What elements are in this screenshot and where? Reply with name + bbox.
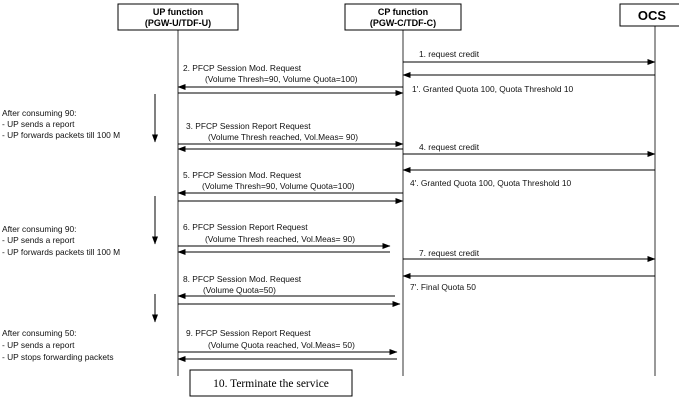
note-3-line-3: - UP stops forwarding packets — [2, 352, 114, 362]
msg-2-sub: (Volume Thresh=90, Volume Quota=100) — [205, 74, 358, 84]
msg-5-label: 5. PFCP Session Mod. Request — [183, 170, 302, 180]
note-1-line-3: - UP forwards packets till 100 M — [2, 130, 120, 140]
up-function-header: UP function (PGW-U/TDF-U) — [117, 3, 239, 31]
msg-8-sub: (Volume Quota=50) — [203, 285, 276, 295]
note-2-line-1: After consuming 90: — [2, 224, 76, 234]
msg-1p-label: 1'. Granted Quota 100, Quota Threshold 1… — [412, 84, 573, 94]
cp-subtitle: (PGW-C/TDF-C) — [370, 18, 436, 28]
msg-6-sub: (Volume Thresh reached, Vol.Meas= 90) — [205, 234, 355, 244]
cp-function-header: CP function (PGW-C/TDF-C) — [344, 3, 462, 31]
note-2-line-2: - UP sends a report — [2, 235, 75, 245]
msg-4p-label: 4'. Granted Quota 100, Quota Threshold 1… — [410, 178, 571, 188]
terminate-label: 10. Terminate the service — [213, 378, 329, 390]
note-3-line-1: After consuming 50: — [2, 328, 76, 338]
note-1-line-2: - UP sends a report — [2, 119, 75, 129]
ocs-title: OCS — [638, 8, 667, 23]
msg-9-sub: (Volume Quota reached, Vol.Meas= 50) — [208, 340, 355, 350]
msg-7p-label: 7'. Final Quota 50 — [410, 282, 476, 292]
msg-7-label: 7. request credit — [419, 248, 480, 258]
msg-1-label: 1. request credit — [419, 49, 480, 59]
msg-8-label: 8. PFCP Session Mod. Request — [183, 274, 302, 284]
cp-title: CP function — [378, 7, 428, 17]
msg-9-label: 9. PFCP Session Report Request — [186, 328, 311, 338]
msg-4-label: 4. request credit — [419, 142, 480, 152]
up-subtitle: (PGW-U/TDF-U) — [145, 18, 211, 28]
msg-2-label: 2. PFCP Session Mod. Request — [183, 63, 302, 73]
msg-3-sub: (Volume Thresh reached, Vol.Meas= 90) — [208, 132, 358, 142]
up-title: UP function — [153, 7, 203, 17]
msg-3-label: 3. PFCP Session Report Request — [186, 121, 311, 131]
note-1-line-1: After consuming 90: — [2, 108, 76, 118]
msg-6-label: 6. PFCP Session Report Request — [183, 222, 308, 232]
ocs-header: OCS — [619, 3, 679, 27]
terminate-box: 10. Terminate the service — [189, 369, 353, 397]
note-3-line-2: - UP sends a report — [2, 340, 75, 350]
note-2-line-3: - UP forwards packets till 100 M — [2, 247, 120, 257]
msg-5-sub: (Volume Thresh=90, Volume Quota=100) — [202, 181, 355, 191]
